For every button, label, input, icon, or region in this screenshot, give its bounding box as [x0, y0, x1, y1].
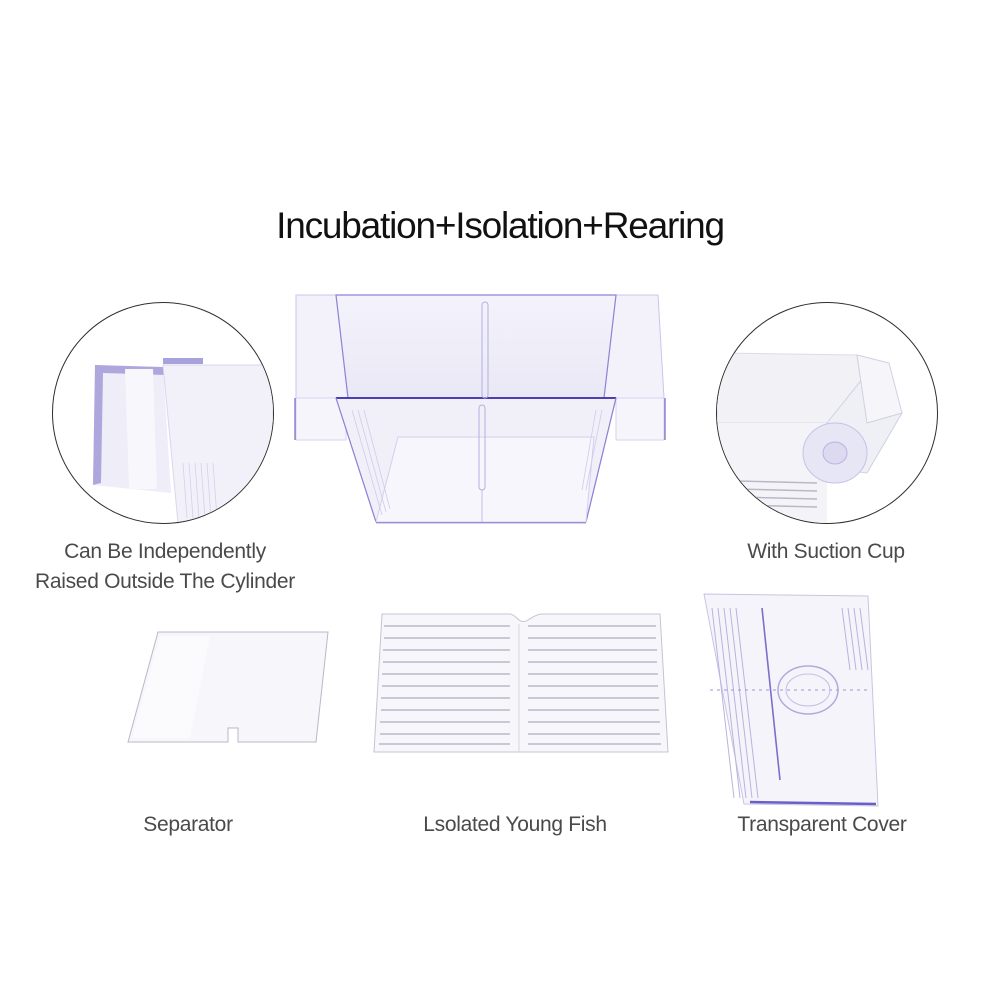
- label-separator: Separator: [143, 813, 233, 836]
- isolation-grid-image: [370, 610, 670, 760]
- caption-line-1: Can Be Independently: [64, 540, 266, 563]
- detail-circle-raised-outside: [52, 302, 274, 524]
- separator-image: [120, 628, 340, 748]
- caption-suction-cup: With Suction Cup: [706, 537, 946, 567]
- label-isolated-young-fish: Lsolated Young Fish: [423, 813, 607, 836]
- transparent-cover-image: [700, 590, 880, 810]
- breeding-box-image: [286, 290, 676, 530]
- detail-circle-suction-cup: [716, 302, 938, 524]
- caption-line-1: With Suction Cup: [747, 540, 905, 563]
- label-transparent-cover: Transparent Cover: [737, 813, 907, 836]
- caption-line-2: Raised Outside The Cylinder: [35, 570, 295, 593]
- page-title: Incubation+Isolation+Rearing: [276, 205, 725, 246]
- caption-raised-outside: Can Be Independently Raised Outside The …: [10, 537, 320, 597]
